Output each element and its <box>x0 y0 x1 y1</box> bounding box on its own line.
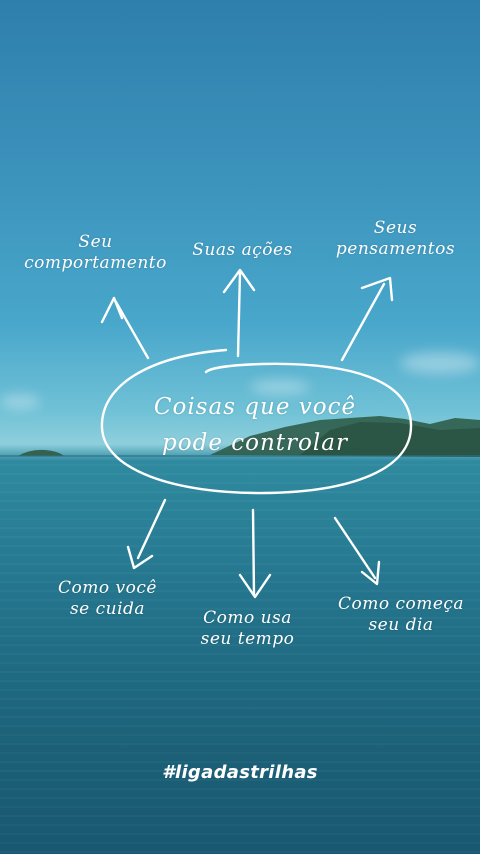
center-label: Coisas que você pode controlar <box>153 394 357 456</box>
cloud <box>0 395 40 409</box>
arrow-up-right <box>340 276 394 362</box>
label-suas-acoes: Suas ações <box>192 240 293 260</box>
label-como-comeca-seu-dia: Como começa seu dia <box>337 594 465 636</box>
cloud <box>250 380 310 394</box>
label-como-usa-seu-tempo: Como usa seu tempo <box>200 608 295 650</box>
mountain-island-ridge <box>300 422 480 457</box>
cloud <box>400 352 480 374</box>
hashtag: #ligadastrilhas <box>162 762 318 783</box>
sea-surface <box>0 455 480 854</box>
label-como-voce-se-cuida: Como você se cuida <box>58 578 157 620</box>
label-seus-pensamentos: Seus pensamentos <box>335 218 456 260</box>
arrow-up-center <box>222 268 256 358</box>
arrow-down-left <box>126 498 167 570</box>
arrow-up-left <box>100 296 150 360</box>
arrow-down-right <box>333 516 381 586</box>
arrow-down-center <box>238 508 272 599</box>
center-ellipse <box>100 348 413 495</box>
small-island <box>18 449 64 456</box>
label-seu-comportamento: Seu comportamento <box>24 232 167 274</box>
horizon-line <box>0 455 480 457</box>
